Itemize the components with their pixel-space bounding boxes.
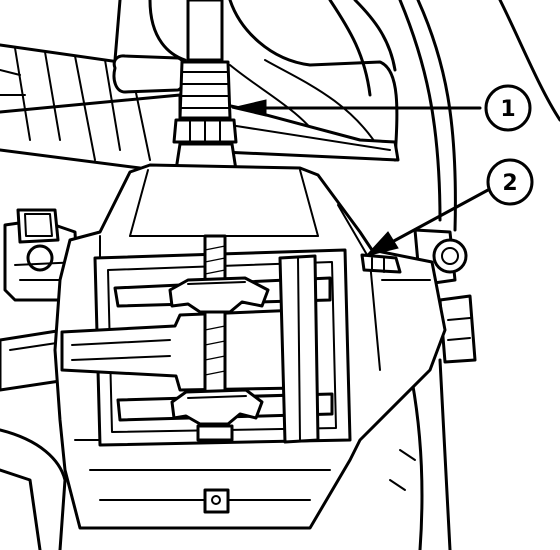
spreader-tool (168, 234, 270, 444)
callout-1: 1 (484, 84, 532, 132)
caliper-clip (360, 253, 402, 274)
callout-1-label: 1 (500, 97, 515, 122)
brake-hose (172, 0, 238, 144)
callout-2: 2 (486, 158, 534, 206)
callout-2-label: 2 (502, 171, 517, 196)
leader-lines (231, 99, 490, 257)
